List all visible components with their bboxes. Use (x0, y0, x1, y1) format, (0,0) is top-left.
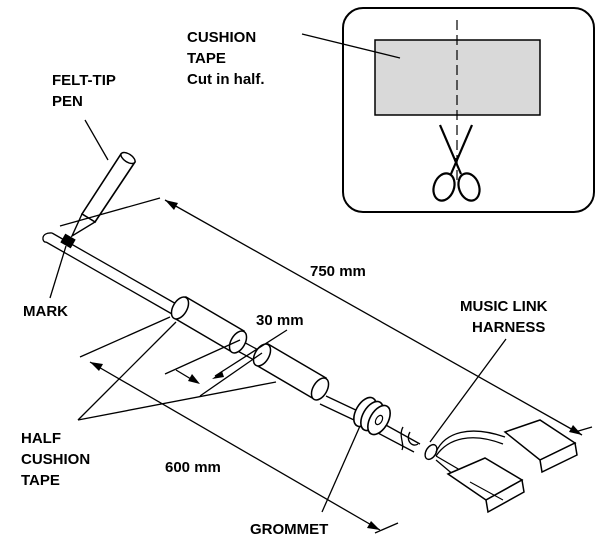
half-cushion-leader-2 (77, 381, 277, 421)
music-link-harness-label-line2: HARNESS (472, 319, 545, 336)
half-cushion-tape-label-line1: HALF (21, 430, 61, 447)
cut-in-half-label: Cut in half. (187, 71, 265, 88)
music-link-harness-label-line1: MUSIC LINK (460, 298, 548, 315)
felt-tip-pen (70, 119, 137, 238)
dimension-600mm (79, 316, 399, 534)
mark-leader (49, 245, 67, 299)
cushion-tape-leader (301, 33, 401, 59)
felt-tip-pen-label-line2: PEN (52, 93, 83, 110)
grommet (353, 396, 391, 436)
felt-tip-pen-leader (84, 119, 109, 161)
pen-mark (60, 233, 76, 249)
half-cushion-tape-label-line3: TAPE (21, 472, 60, 489)
grommet-label: GROMMET (250, 521, 328, 538)
music-link-harness-connectors (424, 419, 578, 514)
wire-assembly (42, 232, 578, 514)
inset-cushion-tape-panel (301, 7, 595, 213)
mark-label: MARK (23, 303, 68, 320)
half-cushion-tape-1 (170, 295, 248, 354)
felt-tip-pen-label-line1: FELT-TIP (52, 72, 116, 89)
cushion-tape-label-line2: TAPE (187, 50, 226, 67)
music-link-leader (429, 338, 507, 443)
dimension-750mm (59, 197, 593, 436)
half-cushion-tape-2 (252, 342, 330, 401)
dimension-30mm-label: 30 mm (256, 312, 304, 329)
scissors-icon (432, 124, 481, 202)
half-cushion-tape-label-line2: CUSHION (21, 451, 90, 468)
cushion-tape-label-line1: CUSHION (187, 29, 256, 46)
dimension-600mm-label: 600 mm (165, 459, 221, 476)
dimension-30mm (164, 329, 288, 397)
dimension-750mm-label: 750 mm (310, 263, 366, 280)
half-cushion-leader-1 (77, 321, 177, 421)
grommet-leader (321, 425, 361, 513)
wire-break-mark (400, 426, 404, 451)
